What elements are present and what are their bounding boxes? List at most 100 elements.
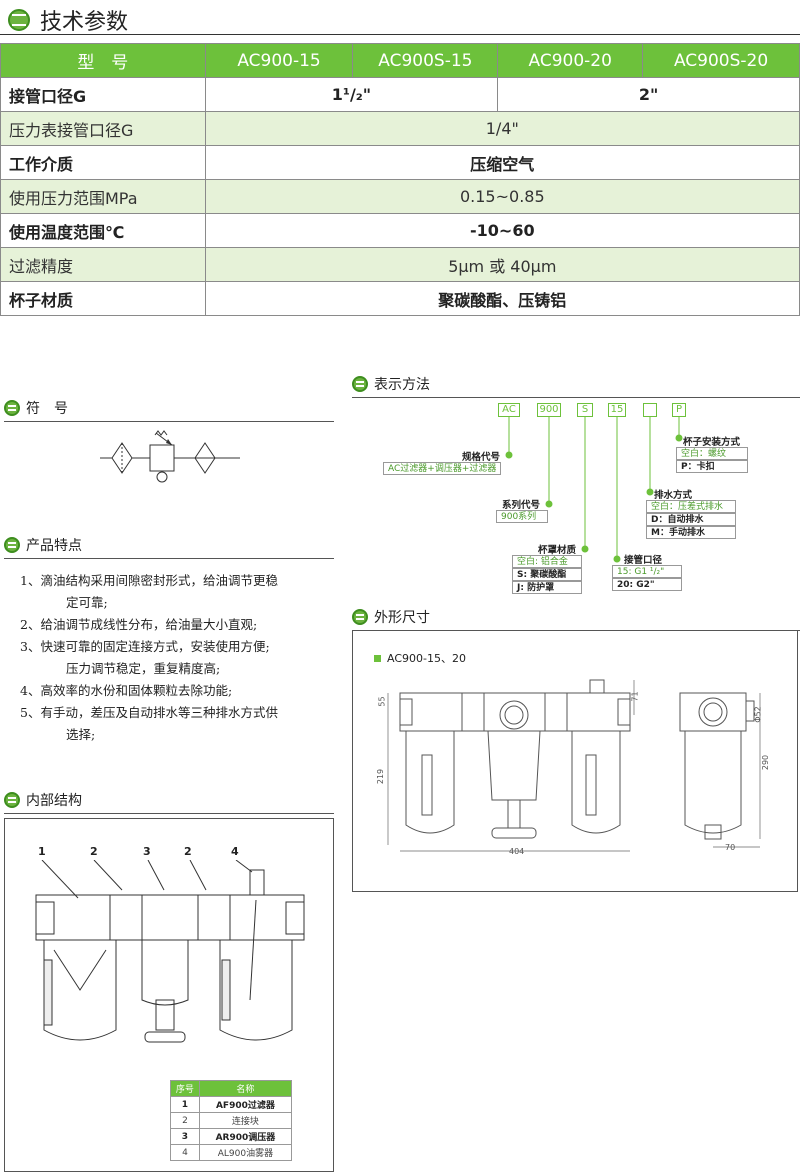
tech-title-text: 技术参数	[40, 10, 129, 35]
row-value: 压缩空气	[204, 145, 800, 180]
code-s: S	[577, 403, 593, 417]
section-icon	[352, 609, 368, 625]
features-title-text: 产品特点	[26, 538, 82, 554]
row-value: 聚碳酸酯、压铸铝	[204, 281, 800, 316]
header-cell: AC900S-20	[642, 43, 800, 78]
dims-front-drawing	[387, 679, 635, 852]
ordering-leader-lines	[505, 417, 683, 563]
drain-option: 空白：压差式排水	[646, 500, 736, 513]
dim-290: 290	[761, 754, 771, 771]
row-label: 接管口径G	[0, 77, 206, 112]
part-no: 4	[170, 1144, 200, 1161]
mount-option: P：卡扣	[676, 460, 748, 473]
part-name: 连接块	[198, 1112, 293, 1129]
dim-phi52: Φ52	[753, 706, 763, 723]
row-value: 5μm 或 40μm	[204, 247, 800, 282]
spec-row: 接管口径G 1¹/₂" 2"	[0, 77, 800, 112]
pneumatic-symbol	[100, 430, 240, 483]
part-no: 1	[170, 1096, 200, 1113]
row-label: 杯子材质	[0, 281, 206, 316]
dim-219: 219	[376, 768, 386, 785]
drain-option: D：自动排水	[646, 513, 736, 526]
cup-option: 空白: 铝合金	[512, 555, 582, 568]
spec-row: 过滤精度 5μm 或 40μm	[0, 247, 800, 282]
cup-mount-label: 杯子安装方式	[683, 437, 741, 448]
port-size-label: 接管口径	[624, 555, 663, 566]
section-icon	[352, 376, 368, 392]
section-icon	[4, 792, 20, 808]
feature-item: 2、给油调节成线性分布，给油量大小直观;	[20, 617, 258, 632]
cup-option: S: 聚碳酸酯	[512, 568, 582, 581]
ordering-title-text: 表示方法	[374, 377, 430, 393]
internal-title-text: 内部结构	[26, 793, 82, 809]
header-cell: 型 号	[0, 43, 206, 78]
feature-list: 1、滴油结构采用间隙密封形式，给油调节更稳 定可靠; 2、给油调节成线性分布，给…	[20, 570, 330, 746]
row-value: 1¹/₂"	[204, 77, 499, 112]
internal-structure-frame	[4, 818, 334, 1172]
symbol-title-text: 符 号	[26, 401, 68, 417]
code-blank	[643, 403, 657, 417]
feature-item-cont: 定可靠;	[66, 595, 108, 610]
row-label: 过滤精度	[0, 247, 206, 282]
feature-item: 1、滴油结构采用间隙密封形式，给油调节更稳	[20, 573, 278, 588]
cup-option: J: 防护罩	[512, 581, 582, 594]
parts-row: 3 AR900调压器	[170, 1128, 293, 1145]
section-icon	[8, 9, 30, 31]
model-marker-icon	[374, 654, 381, 662]
dims-section-title: 外形尺寸	[352, 607, 800, 631]
drain-type-label: 排水方式	[654, 490, 693, 501]
header-cell: AC900-20	[497, 43, 644, 78]
dim-70: 70	[725, 843, 736, 852]
tech-title: 技术参数	[8, 4, 128, 36]
features-section-title: 产品特点	[4, 535, 334, 559]
symbol-section-title: 符 号	[4, 398, 334, 422]
callout: 3	[143, 845, 151, 858]
dims-model: AC900-15、20	[374, 650, 466, 666]
row-value: -10~60	[204, 213, 800, 248]
port-option: 20: G2"	[612, 578, 682, 591]
callout: 4	[231, 845, 239, 858]
code-ac: AC	[498, 403, 520, 417]
dim-404: 404	[509, 847, 525, 856]
parts-row: 2 连接块	[170, 1112, 293, 1129]
part-no: 2	[170, 1112, 200, 1129]
part-no: 3	[170, 1128, 200, 1145]
spec-row: 工作介质 压缩空气	[0, 145, 800, 180]
internal-section-title: 内部结构	[4, 790, 334, 814]
cup-material-label: 杯罩材质	[538, 545, 577, 556]
series-code-desc: 900系列	[496, 510, 548, 523]
series-code-label: 系列代号	[502, 500, 541, 511]
port-option: 15: G1 ¹/₂"	[612, 565, 682, 578]
dims-side-drawing	[679, 692, 761, 848]
section-icon	[4, 400, 20, 416]
feature-item-cont: 选择;	[66, 727, 96, 742]
row-label: 工作介质	[0, 145, 206, 180]
spec-code-desc: AC过滤器+调压器+过滤器	[383, 462, 502, 475]
row-value: 2"	[497, 77, 800, 112]
part-name: AF900过滤器	[198, 1096, 293, 1113]
dim-71: 71	[630, 691, 640, 702]
spec-row: 使用压力范围MPa 0.15~0.85	[0, 179, 800, 214]
drain-option: M：手动排水	[646, 526, 736, 539]
parts-header-cell: 序号	[170, 1080, 200, 1097]
feature-item: 5、有手动，差压及自动排水等三种排水方式供	[20, 705, 278, 720]
row-value: 0.15~0.85	[204, 179, 800, 214]
header-cell: AC900-15	[204, 43, 354, 78]
row-value: 1/4"	[204, 111, 800, 146]
ordering-section-title: 表示方法	[352, 374, 800, 398]
code-900: 900	[537, 403, 561, 417]
spec-row: 杯子材质 聚碳酸酯、压铸铝	[0, 281, 800, 316]
row-label: 使用压力范围MPa	[0, 179, 206, 214]
internal-structure-drawing	[35, 860, 305, 1043]
part-name: AR900调压器	[198, 1128, 293, 1145]
mount-option: 空白：螺纹	[676, 447, 748, 460]
parts-header: 序号 名称	[170, 1080, 293, 1097]
feature-item: 3、快速可靠的固定连接方式，安装使用方便;	[20, 639, 270, 654]
row-label: 压力表接管口径G	[0, 111, 206, 146]
dims-title-text: 外形尺寸	[374, 610, 430, 626]
callout: 2	[184, 845, 192, 858]
row-label: 使用温度范围℃	[0, 213, 206, 248]
code-p: P	[672, 403, 686, 417]
spec-row: 压力表接管口径G 1/4"	[0, 111, 800, 146]
callout: 2	[90, 845, 98, 858]
